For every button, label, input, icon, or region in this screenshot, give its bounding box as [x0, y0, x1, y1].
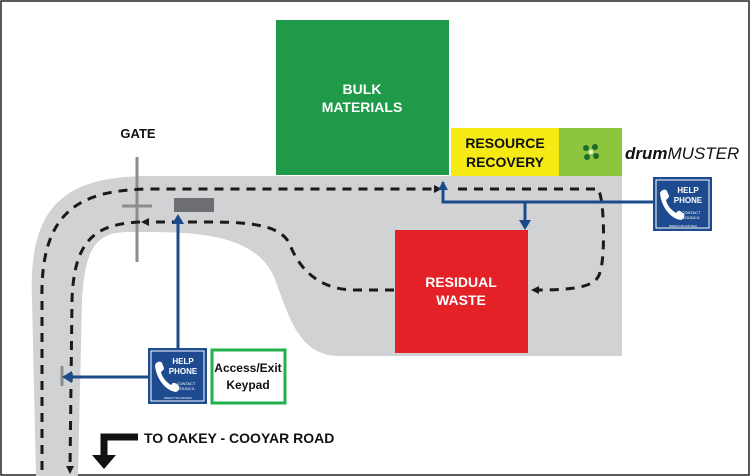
help-phone-east-line1: HELP	[677, 186, 699, 195]
help-phone-entrance-small1: CONTACT	[176, 381, 196, 386]
keypad-sign-box	[210, 348, 287, 405]
gate[interactable]: GATE	[120, 126, 156, 262]
access-lines	[62, 181, 653, 383]
road-direction-label: TO OAKEY - COOYAR ROAD	[144, 430, 334, 446]
help-phone-east-inner	[655, 179, 710, 229]
resource-recovery-zone[interactable]: RESOURCE RECOVERY	[451, 128, 559, 176]
bulk-materials-zone[interactable]: BULK MATERIALS	[276, 20, 449, 175]
resource-recovery-label-1: RESOURCE	[465, 135, 544, 151]
arrow-left-exit	[62, 371, 72, 383]
phone-handset-icon	[660, 189, 685, 220]
help-phone-entrance-line2: PHONE	[169, 367, 198, 376]
residual-waste-box	[395, 230, 528, 353]
help-phone-east-small2: COUNCIL	[682, 215, 701, 220]
drum-muster-logo: drumMUSTER	[625, 144, 739, 163]
help-phone-east-tiny: PRESS THIS FOR HELP	[669, 225, 697, 228]
keypad-label-1: Access/Exit	[214, 361, 281, 375]
help-phone-entrance-inner	[150, 350, 205, 402]
route-loop-west	[141, 218, 394, 292]
arrow-up-rr	[438, 181, 448, 190]
resource-recovery-label-2: RECOVERY	[466, 154, 545, 170]
down-arrow-icon	[92, 455, 116, 469]
arrow-down-rw	[519, 220, 531, 230]
keypad-label-2: Keypad	[226, 378, 269, 392]
road-direction-line	[100, 433, 138, 458]
drum-muster-zone[interactable]: drumMUSTER	[559, 128, 739, 176]
residual-waste-zone[interactable]: RESIDUAL WASTE	[395, 230, 528, 353]
bulk-materials-box	[276, 20, 449, 175]
route-in	[40, 185, 442, 470]
residual-waste-label-1: RESIDUAL	[425, 274, 497, 290]
help-phone-east-line2: PHONE	[674, 196, 703, 205]
help-phone-entrance[interactable]: HELP PHONE CONTACT COUNCIL PRESS THIS FO…	[148, 348, 207, 404]
gate-label: GATE	[120, 126, 155, 141]
keypad-pedestal	[174, 198, 214, 212]
help-phone-entrance-tiny: PRESS THIS FOR HELP	[164, 397, 192, 400]
road-direction: TO OAKEY - COOYAR ROAD	[92, 430, 334, 469]
help-phone-entrance-small2: COUNCIL	[177, 386, 196, 391]
help-phone-east-small1: CONTACT	[681, 210, 701, 215]
bulk-materials-label-2: MATERIALS	[322, 99, 403, 115]
residual-waste-label-2: WASTE	[436, 292, 486, 308]
resource-recovery-box	[451, 128, 559, 176]
arrow-up-keypad	[172, 214, 184, 224]
bulk-materials-label-1: BULK	[343, 81, 382, 97]
help-phone-entrance-line1: HELP	[172, 357, 194, 366]
phone-handset-icon	[155, 361, 180, 392]
help-phone-east[interactable]: HELP PHONE CONTACT COUNCIL PRESS THIS FO…	[653, 177, 712, 231]
access-exit-keypad-sign[interactable]: Access/Exit Keypad	[210, 348, 287, 405]
drum-leaf-icon	[583, 144, 599, 160]
